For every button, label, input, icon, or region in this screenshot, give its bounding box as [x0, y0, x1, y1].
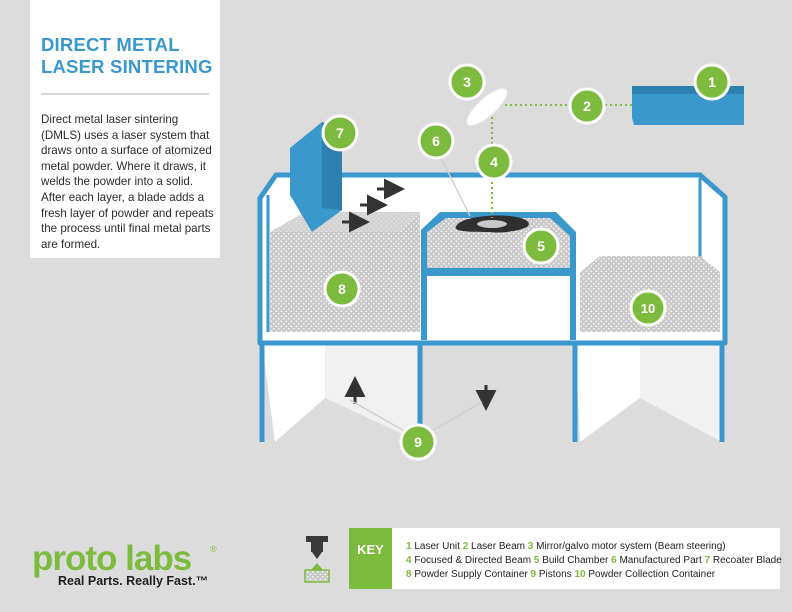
key-number: 2	[462, 541, 469, 552]
key-number: 7	[704, 555, 711, 566]
key-number: 1	[406, 541, 412, 552]
marker-1-label: 1	[708, 74, 716, 90]
marker-7-circle	[321, 114, 359, 152]
logo-tagline: Real Parts. Really Fast.™	[58, 574, 209, 588]
marker-10-circle	[629, 289, 667, 327]
title-line-2: LASER SINTERING	[41, 56, 213, 77]
marker-3-circle	[448, 63, 486, 101]
key-number: 9	[530, 569, 537, 580]
key-text: Laser Beam	[471, 541, 525, 552]
key-line-1: 1 Laser Unit 2 Laser Beam 3 Mirror/galvo…	[406, 541, 726, 552]
key-number: 3	[527, 541, 534, 552]
key-number: 5	[533, 555, 540, 566]
key-number: 10	[574, 569, 586, 580]
marker-3-label: 3	[463, 74, 471, 90]
key-box: KEY	[349, 528, 392, 589]
key-number: 8	[406, 569, 412, 580]
marker-2-label: 2	[583, 98, 591, 114]
marker-9-circle	[399, 423, 437, 461]
motion-arrows	[342, 178, 497, 411]
description-text: Direct metal laser sintering (DMLS) uses…	[41, 113, 214, 251]
proto-labs-logo: proto labs ® Real Parts. Really Fast.™	[32, 540, 232, 590]
marker-6-label: 6	[432, 133, 440, 149]
marker-1-circle	[693, 63, 731, 101]
title-line-1: DIRECT METAL	[41, 34, 180, 55]
marker-7-label: 7	[336, 125, 344, 141]
key-text: Powder Collection Container	[588, 569, 716, 580]
marker-2-circle	[568, 87, 606, 125]
marker-8-circle	[323, 270, 361, 308]
key-line-3: 8 Powder Supply Container 9 Pistons 10 P…	[406, 569, 715, 580]
key-text: Laser Unit	[414, 541, 460, 552]
manufactured-part	[455, 215, 529, 233]
title-divider	[41, 93, 209, 95]
printer-icon	[304, 536, 330, 583]
leader-lines	[349, 151, 483, 433]
key-legend: 1 Laser Unit 2 Laser Beam 3 Mirror/galvo…	[392, 528, 782, 589]
marker-9-label: 9	[414, 434, 422, 450]
key-text: Powder Supply Container	[414, 569, 528, 580]
key-text: Build Chamber	[542, 555, 609, 566]
key-text: Focused & Directed Beam	[414, 555, 532, 566]
key-text: Mirror/galvo motor system (Beam steering…	[536, 541, 726, 552]
marker-6-circle	[417, 122, 455, 160]
marker-8-label: 8	[338, 281, 346, 297]
description-panel: DIRECT METAL LASER SINTERING Direct meta…	[30, 0, 220, 258]
key-text: Pistons	[538, 569, 572, 580]
marker-10-label: 10	[641, 301, 655, 316]
marker-5-circle	[522, 227, 560, 265]
key-number: 4	[406, 555, 412, 566]
key-text: Recoater Blade	[712, 555, 782, 566]
logo-registered: ®	[210, 544, 217, 554]
marker-4-label: 4	[490, 154, 498, 170]
key-text: Manufactured Part	[619, 555, 702, 566]
key-line-2: 4 Focused & Directed Beam 5 Build Chambe…	[406, 555, 782, 566]
marker-4-circle	[475, 143, 513, 181]
key-number: 6	[611, 555, 617, 566]
mirror	[466, 87, 508, 127]
marker-group: 1 2 3 4 5 6 7 8 9 10	[321, 63, 731, 461]
marker-5-label: 5	[537, 238, 545, 254]
key-heading: KEY	[357, 542, 384, 557]
logo-wordmark: proto labs	[32, 539, 192, 578]
diagram-title: DIRECT METAL LASER SINTERING	[41, 34, 216, 78]
